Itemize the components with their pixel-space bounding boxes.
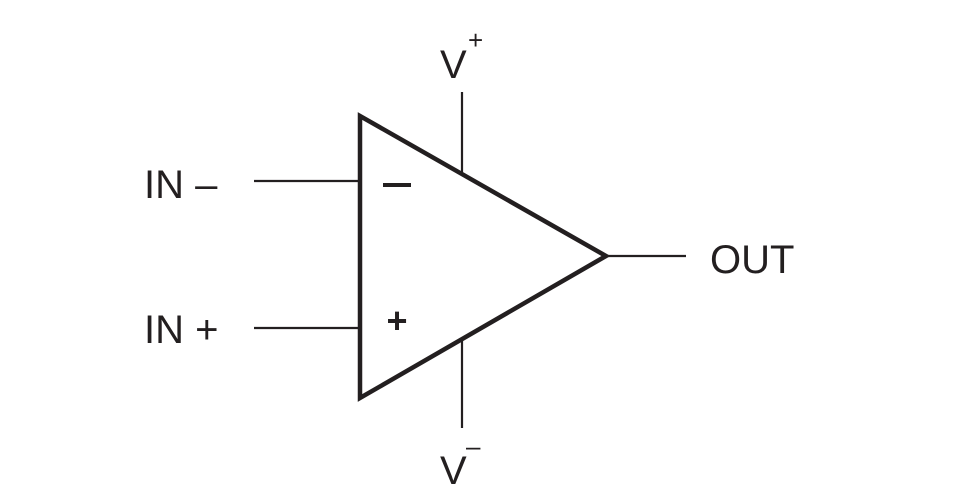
vplus-label-base: V bbox=[440, 43, 467, 87]
vminus-label: V – bbox=[440, 431, 481, 493]
vminus-label-superscript: – bbox=[466, 431, 481, 461]
vplus-label-superscript: + bbox=[468, 25, 483, 55]
in-minus-label: IN – bbox=[144, 163, 218, 207]
vminus-label-base: V bbox=[440, 449, 467, 493]
vplus-label: V + bbox=[440, 25, 483, 87]
out-label: OUT bbox=[710, 238, 794, 282]
op-amp-triangle bbox=[357, 112, 611, 402]
noninverting-input-symbol: + bbox=[386, 300, 407, 341]
inverting-input-symbol bbox=[383, 183, 411, 187]
in-plus-label: IN + bbox=[144, 308, 218, 352]
